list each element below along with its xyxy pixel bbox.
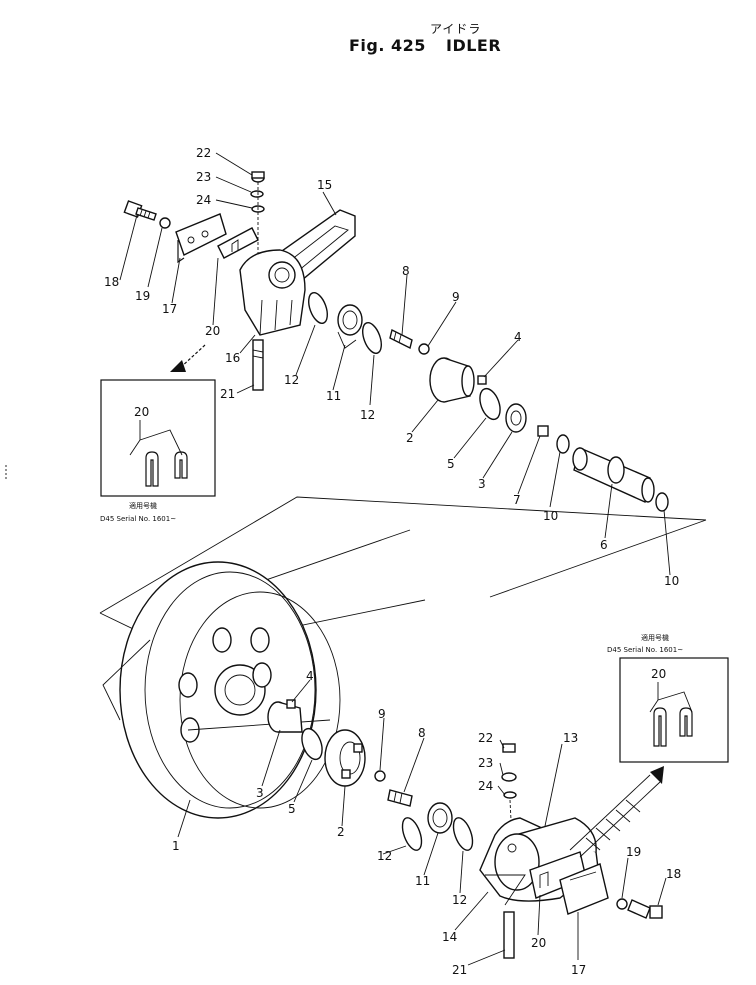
- oring-12b-top: [362, 322, 382, 354]
- pin-21-top: [252, 339, 264, 391]
- callout-16: 16: [225, 351, 240, 365]
- bolt-8-bottom: [387, 789, 413, 807]
- callout-21b: 21: [452, 963, 467, 977]
- arrow-to-inset-bottom: [569, 766, 664, 858]
- dowel-4-top: [477, 375, 487, 385]
- callout-19b: 19: [626, 845, 641, 859]
- callout-18: 18: [104, 275, 119, 289]
- arrow-to-inset-top: [170, 344, 206, 372]
- figure-name: IDLER: [446, 36, 502, 55]
- callout-13: 13: [563, 731, 578, 745]
- dowel-4-bottom: [286, 699, 296, 709]
- washer-19-top: [159, 217, 171, 229]
- oring-12a-bottom: [401, 817, 423, 851]
- callout-12a: 12: [284, 373, 299, 387]
- callout-8b: 8: [418, 726, 426, 740]
- callout-1: 1: [172, 839, 180, 853]
- inset-top: 20 適用号機 D45 Serial No. 1601~: [100, 379, 216, 523]
- callout-3b: 3: [256, 786, 264, 800]
- callout-12b: 12: [360, 408, 375, 422]
- callout-11: 11: [326, 389, 341, 403]
- bolt-18-top: [123, 200, 157, 221]
- inset-top-caption-jp: 適用号機: [129, 501, 157, 510]
- seal-11-top: [337, 304, 363, 349]
- plate-17-bottom: [559, 863, 609, 915]
- inset-top-caption-serial: D45 Serial No. 1601~: [100, 515, 176, 523]
- oring-12b-bottom: [452, 817, 474, 851]
- callout-18b: 18: [666, 867, 681, 881]
- callout-2b: 2: [337, 825, 345, 839]
- collar-3-top: [505, 403, 527, 433]
- callout-2: 2: [406, 431, 414, 445]
- inset-bottom: 適用号機 D45 Serial No. 1601~ 20: [607, 633, 729, 763]
- callout-4: 4: [514, 330, 522, 344]
- callout-10b: 10: [664, 574, 679, 588]
- callouts-top: 22 23 24 18 19 17 20 16 21 15 12 11 12 8…: [104, 146, 679, 588]
- callout-4b: 4: [306, 669, 314, 683]
- callout-6: 6: [600, 538, 608, 552]
- figure-title: Fig. 425 IDLER: [349, 36, 515, 55]
- oring-5-top: [479, 387, 501, 421]
- callout-23: 23: [196, 170, 211, 184]
- callout-20b: 20: [531, 936, 546, 950]
- callout-14: 14: [442, 930, 457, 944]
- title-japanese: アイドラ: [430, 22, 482, 36]
- bolt-18-bottom: [627, 899, 663, 919]
- shaft-6: [572, 447, 655, 503]
- callout-22b: 22: [478, 731, 493, 745]
- callout-11b: 11: [415, 874, 430, 888]
- callout-17b: 17: [571, 963, 586, 977]
- callout-5: 5: [447, 457, 455, 471]
- callout-12c: 12: [377, 849, 392, 863]
- callouts-bottom: 1 3 4 5 2 9 8 12 11 12 22 23 24 13 14 20…: [172, 669, 681, 977]
- oring-10b-top: [655, 492, 669, 512]
- idler-wheel-1: [102, 561, 341, 819]
- plug-7-top: [537, 425, 549, 437]
- oring-10a-top: [556, 434, 570, 454]
- callout-8: 8: [402, 264, 410, 278]
- callout-22: 22: [196, 146, 211, 160]
- callout-9: 9: [452, 290, 460, 304]
- collar-3-bottom: [267, 701, 303, 733]
- inset-bottom-caption-serial: D45 Serial No. 1601~: [607, 646, 683, 654]
- callout-7: 7: [513, 493, 521, 507]
- callout-24b: 24: [478, 779, 493, 793]
- shim-20-inset-bottom: [653, 707, 693, 747]
- oring-12a-top: [308, 292, 328, 324]
- hub-2-bottom: [324, 729, 366, 787]
- bottom-parts: [177, 679, 667, 966]
- callout-5b: 5: [288, 802, 296, 816]
- callout-19: 19: [135, 289, 150, 303]
- bolt-8-top: [389, 328, 413, 350]
- seal-11-bottom: [427, 802, 453, 834]
- nut-washer-stack-top: [250, 171, 265, 260]
- inset-top-ref: 20: [134, 405, 149, 419]
- inset-bottom-ref: 20: [651, 667, 666, 681]
- callout-17: 17: [162, 302, 177, 316]
- figure-number: Fig. 425: [349, 36, 426, 55]
- hub-2-top: [429, 357, 475, 403]
- callout-15: 15: [317, 178, 332, 192]
- bearing-support-15: [239, 209, 356, 336]
- washer-9-bottom: [374, 770, 386, 782]
- callout-9b: 9: [378, 707, 386, 721]
- callout-23b: 23: [478, 756, 493, 770]
- washer-9-top: [418, 343, 430, 355]
- plate-17-top: [175, 213, 227, 264]
- callout-20: 20: [205, 324, 220, 338]
- callout-10a: 10: [543, 509, 558, 523]
- callout-24: 24: [196, 193, 211, 207]
- callout-12d: 12: [452, 893, 467, 907]
- inset-bottom-caption-jp: 適用号機: [641, 633, 669, 642]
- washer-19-bottom: [616, 898, 628, 910]
- pin-21-bottom: [503, 911, 515, 959]
- callout-21: 21: [220, 387, 235, 401]
- shim-20-inset-top: [145, 451, 188, 487]
- callout-3: 3: [478, 477, 486, 491]
- top-assembly: [119, 152, 671, 576]
- nut-washer-stack-bottom: [501, 743, 517, 841]
- oring-5-bottom: [301, 727, 323, 761]
